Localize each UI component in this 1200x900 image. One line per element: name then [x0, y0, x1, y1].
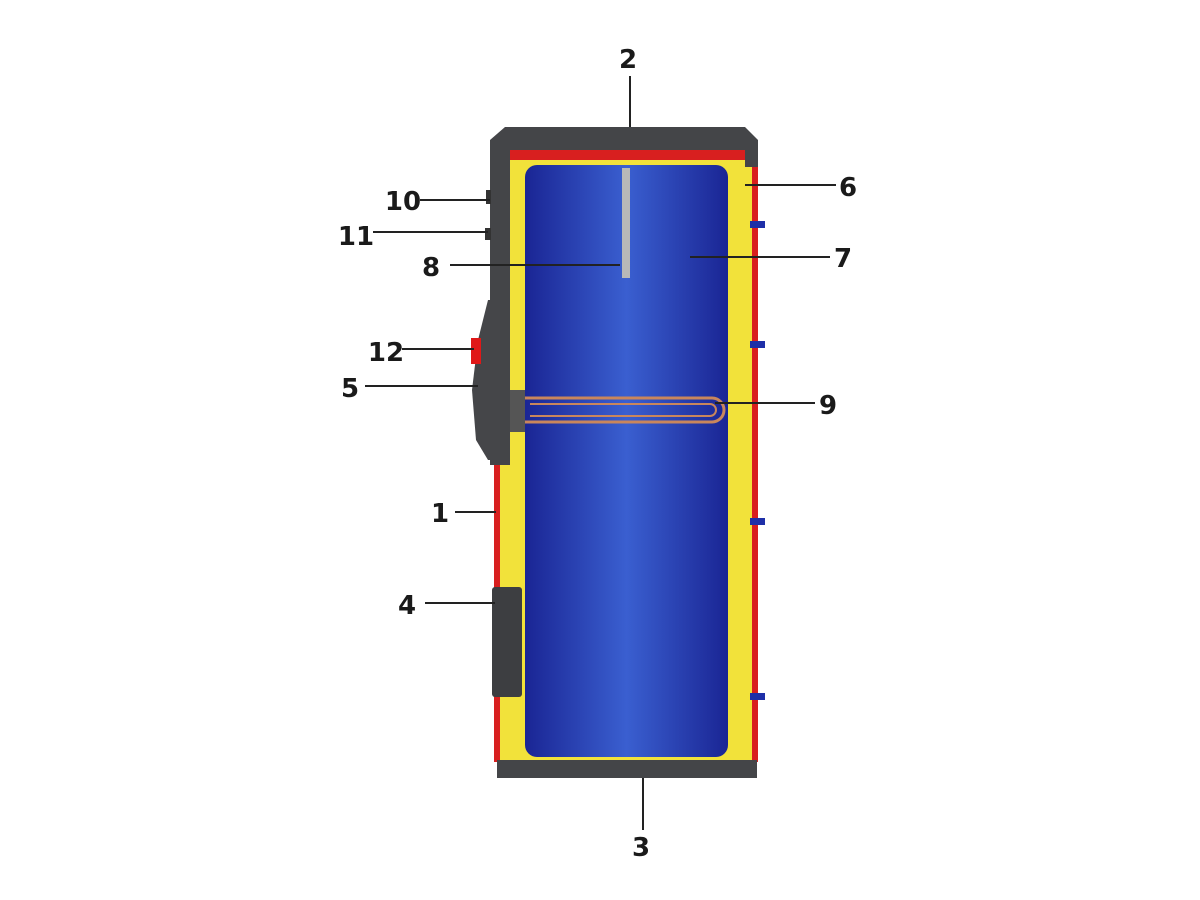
- label-12: 12: [368, 338, 404, 368]
- sensor-port: [486, 190, 491, 204]
- base-cover: [497, 760, 757, 778]
- label-4: 4: [398, 591, 416, 621]
- label-10: 10: [385, 187, 421, 217]
- heating-element-inner: [530, 403, 717, 417]
- tank: [525, 165, 728, 757]
- pipe-connection: [750, 693, 765, 700]
- control-box: [472, 300, 500, 460]
- pipe-connection: [750, 221, 765, 228]
- label-11: 11: [338, 222, 374, 252]
- label-1: 1: [431, 499, 449, 529]
- pipe-connection: [750, 518, 765, 525]
- top-cover: [490, 127, 758, 167]
- label-3: 3: [632, 833, 650, 863]
- inspection-flange: [492, 587, 522, 697]
- thermostat-knob: [471, 338, 481, 364]
- anode-rod: [622, 168, 630, 278]
- heater-flange: [510, 390, 525, 432]
- label-7: 7: [834, 244, 852, 274]
- label-6: 6: [839, 173, 857, 203]
- label-5: 5: [341, 374, 359, 404]
- sensor-port: [485, 228, 491, 240]
- label-9: 9: [819, 391, 837, 421]
- heating-element: [512, 396, 726, 424]
- pipe-connection: [750, 341, 765, 348]
- label-8: 8: [422, 253, 440, 283]
- label-2: 2: [619, 45, 637, 75]
